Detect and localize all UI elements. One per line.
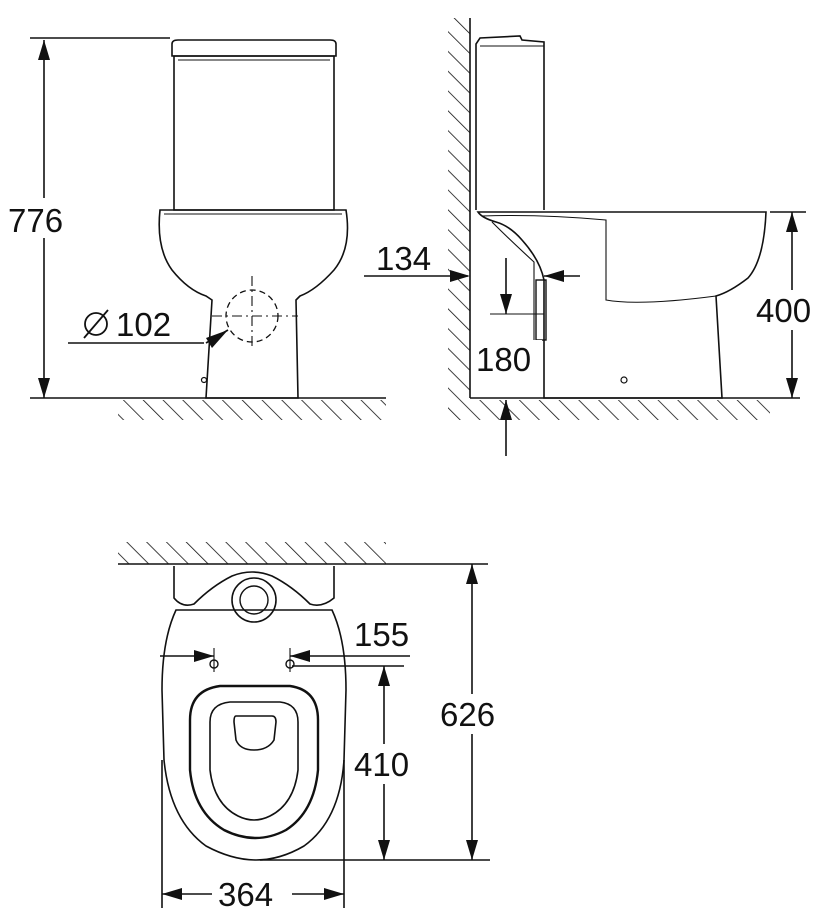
- outlet-height-label: 180: [476, 341, 531, 378]
- top-view: 155 410 626 364: [118, 542, 512, 913]
- bowl-height-label: 400: [756, 292, 811, 329]
- fixing-spacing-arrow-left: [194, 650, 214, 662]
- bowl-height-arrow-up: [786, 212, 798, 232]
- seat-outer: [188, 684, 320, 840]
- seat-inner: [209, 701, 299, 821]
- flush-button-outer: [231, 577, 277, 623]
- depth-arrow-down: [466, 840, 478, 860]
- outlet-height-arrow-up: [500, 400, 512, 420]
- side-view: 134 180 400: [364, 18, 828, 456]
- front-floor-hatching: [118, 400, 386, 420]
- diameter-leader-tip: [205, 329, 229, 344]
- fixing-to-front-label: 410: [354, 746, 409, 783]
- seat-lid-hole: [233, 715, 277, 751]
- fixing-spacing-arrow-right: [290, 650, 310, 662]
- bowl-side-inner: [481, 214, 717, 303]
- width-arrow-right: [324, 888, 344, 900]
- fixing-to-front-arrow-down: [378, 840, 390, 860]
- outlet-height-arrow-down: [500, 294, 512, 314]
- diameter-arrow: [206, 330, 228, 348]
- flush-button-inner: [239, 585, 269, 615]
- width-arrow-left: [162, 888, 182, 900]
- cistern-lid: [171, 39, 337, 57]
- foot-hole: [200, 376, 208, 384]
- diameter-label: 102: [116, 306, 171, 343]
- bowl-height-arrow-down: [786, 378, 798, 398]
- fixing-to-front-arrow-up: [378, 666, 390, 686]
- arrow-up: [38, 40, 50, 60]
- cistern-top: [173, 566, 335, 606]
- width-label: 364: [218, 876, 273, 913]
- arrow-down: [38, 378, 50, 398]
- bowl-top: [161, 609, 347, 861]
- bowl-front: [158, 209, 349, 399]
- cistern-side: [475, 35, 545, 210]
- depth-arrow-up: [466, 564, 478, 584]
- wall-gap-label: 134: [376, 240, 431, 277]
- trap-outline: [491, 221, 535, 340]
- wall-hatching: [448, 18, 470, 400]
- wall-gap-arrow-left: [450, 270, 470, 282]
- diameter-symbol-icon: [83, 309, 109, 339]
- cistern-body: [173, 55, 335, 211]
- top-wall-hatching: [118, 542, 386, 564]
- side-floor-hatching: [448, 400, 770, 420]
- fixing-spacing-label: 155: [354, 616, 409, 653]
- bowl-side: [476, 211, 767, 399]
- front-view: 776 102: [4, 37, 386, 420]
- total-height-label: 776: [8, 202, 63, 239]
- side-fixing-hole: [620, 376, 628, 384]
- depth-label: 626: [440, 696, 495, 733]
